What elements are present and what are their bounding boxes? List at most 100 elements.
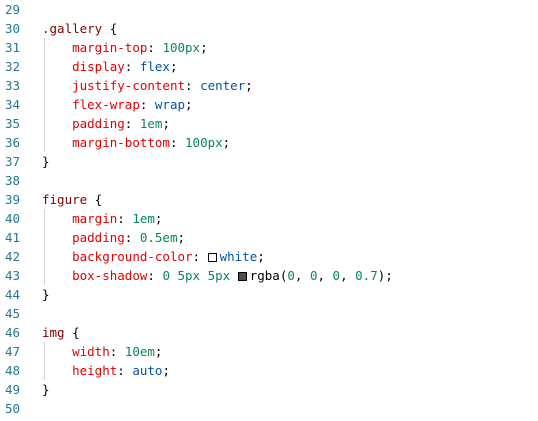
line-number: 47 (4, 344, 20, 359)
punctuation: : (147, 40, 163, 55)
indent (42, 344, 72, 359)
line-number: 38 (4, 173, 20, 188)
code-text: padding: 0.5em; (42, 228, 185, 247)
css-selector: .gallery (42, 21, 103, 36)
indent (42, 78, 72, 93)
color-swatch-icon[interactable] (237, 272, 247, 281)
line-number: 29 (4, 2, 20, 17)
css-property: height (72, 363, 118, 378)
indent-guide (44, 342, 45, 380)
line-number: 30 (4, 21, 20, 36)
line-number: 46 (4, 325, 20, 340)
css-number: 0 (309, 268, 318, 283)
punctuation (200, 268, 208, 283)
indent (42, 230, 72, 245)
punctuation: ; (257, 249, 265, 264)
punctuation: ; (185, 97, 193, 112)
punctuation: } (42, 382, 50, 397)
punctuation: : (185, 78, 201, 93)
code-line[interactable]: 38 (0, 171, 538, 190)
indent (42, 249, 72, 264)
punctuation: ; (169, 59, 178, 74)
code-line[interactable]: 49} (0, 380, 538, 399)
punctuation: : (117, 363, 133, 378)
code-line[interactable]: 45 (0, 304, 538, 323)
line-number: 41 (4, 230, 20, 245)
css-property: padding (72, 116, 125, 131)
punctuation: ; (162, 116, 170, 131)
css-property: padding (72, 230, 125, 245)
code-line[interactable]: 47 width: 10em; (0, 342, 538, 361)
punctuation: , (340, 268, 356, 283)
line-number: 48 (4, 363, 20, 378)
code-text: display: flex; (42, 57, 178, 76)
code-text: } (42, 380, 50, 399)
code-text: } (42, 152, 50, 171)
line-number: 31 (4, 40, 20, 55)
code-line[interactable]: 43 box-shadow: 0 5px 5px rgba(0, 0, 0, 0… (0, 266, 538, 285)
code-text: justify-content: center; (42, 76, 253, 95)
code-line[interactable]: 30.gallery { (0, 19, 538, 38)
code-text: margin: 1em; (42, 209, 162, 228)
indent-guide (44, 38, 45, 152)
indent-guide (44, 209, 45, 285)
code-text: } (42, 285, 50, 304)
punctuation: : (117, 211, 133, 226)
line-number: 50 (4, 401, 20, 416)
code-line[interactable]: 36 margin-bottom: 100px; (0, 133, 538, 152)
css-number: 0 (332, 268, 341, 283)
line-number: 49 (4, 382, 20, 397)
code-line[interactable]: 35 padding: 1em; (0, 114, 538, 133)
code-text: height: auto; (42, 361, 170, 380)
css-number: 0.5em (139, 230, 178, 245)
code-line[interactable]: 41 padding: 0.5em; (0, 228, 538, 247)
punctuation: , (294, 268, 310, 283)
code-text: flex-wrap: wrap; (42, 95, 193, 114)
punctuation: : (124, 59, 140, 74)
line-number: 34 (4, 97, 20, 112)
line-number: 45 (4, 306, 20, 321)
css-number: 1em (139, 116, 163, 131)
css-property: box-shadow (72, 268, 148, 283)
punctuation: ; (245, 78, 253, 93)
indent (42, 135, 72, 150)
css-property: margin-bottom (72, 135, 170, 150)
css-property: width (72, 344, 110, 359)
punctuation (170, 268, 178, 283)
code-line[interactable]: 44} (0, 285, 538, 304)
code-text: background-color: white; (42, 247, 265, 266)
css-value: flex (139, 59, 170, 74)
code-line[interactable]: 29 (0, 0, 538, 19)
code-line[interactable]: 40 margin: 1em; (0, 209, 538, 228)
indent (42, 116, 72, 131)
css-property: justify-content (72, 78, 185, 93)
punctuation: rgba( (249, 268, 288, 283)
color-swatch-icon[interactable] (207, 253, 217, 262)
code-line[interactable]: 31 margin-top: 100px; (0, 38, 538, 57)
code-text: box-shadow: 0 5px 5px rgba(0, 0, 0, 0.7)… (42, 266, 393, 285)
indent (42, 268, 72, 283)
code-text: margin-top: 100px; (42, 38, 208, 57)
css-property: flex-wrap (72, 97, 140, 112)
code-line[interactable]: 32 display: flex; (0, 57, 538, 76)
code-line[interactable]: 48 height: auto; (0, 361, 538, 380)
line-number: 35 (4, 116, 20, 131)
css-number: 5px (177, 268, 201, 283)
punctuation: } (42, 287, 50, 302)
line-number: 40 (4, 211, 20, 226)
code-text: figure { (42, 190, 102, 209)
code-line[interactable]: 42 background-color: white; (0, 247, 538, 266)
code-text: margin-bottom: 100px; (42, 133, 230, 152)
line-number: 42 (4, 249, 20, 264)
code-line[interactable]: 34 flex-wrap: wrap; (0, 95, 538, 114)
punctuation: : (124, 116, 140, 131)
code-line[interactable]: 33 justify-content: center; (0, 76, 538, 95)
css-property: margin-top (72, 40, 148, 55)
code-line[interactable]: 50 (0, 399, 538, 418)
indent (42, 59, 72, 74)
code-line[interactable]: 37} (0, 152, 538, 171)
punctuation: ; (200, 40, 208, 55)
